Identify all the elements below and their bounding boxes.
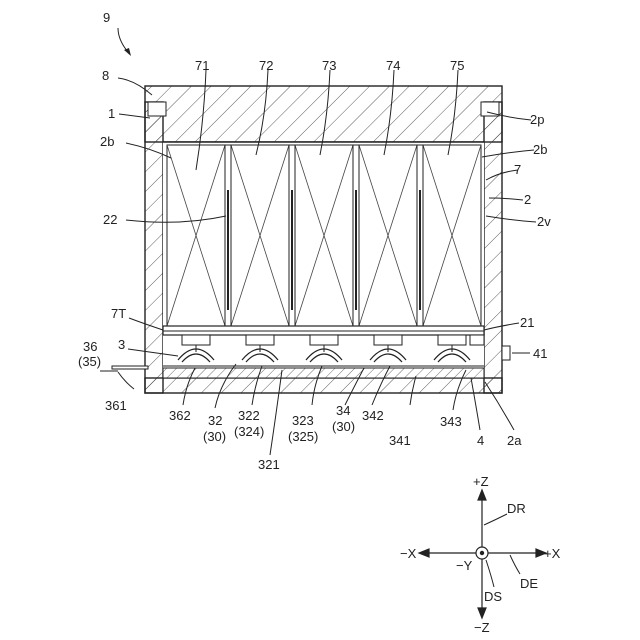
label-2: 2 — [524, 192, 531, 207]
label-21: 21 — [520, 315, 534, 330]
figure-number: 9 — [103, 10, 110, 25]
axis-minus-z: −Z — [474, 620, 490, 635]
label-361: 361 — [105, 398, 127, 413]
left-wall — [145, 102, 163, 393]
axis-de: DE — [520, 576, 538, 591]
label-2b-right: 2b — [533, 142, 547, 157]
label-22: 22 — [103, 212, 117, 227]
label-7: 7 — [514, 162, 521, 177]
label-343: 343 — [440, 414, 462, 429]
label-2p: 2p — [530, 112, 544, 127]
right-wall — [484, 102, 502, 393]
axis-plus-x: +X — [544, 546, 561, 561]
label-41: 41 — [533, 346, 547, 361]
figure-arrow — [118, 28, 128, 52]
axis-minus-x: −X — [400, 546, 417, 561]
label-341: 341 — [389, 433, 411, 448]
label-34: 34 — [336, 403, 350, 418]
label-2v: 2v — [537, 214, 551, 229]
label-75: 75 — [450, 58, 464, 73]
label-362: 362 — [169, 408, 191, 423]
label-324: (324) — [234, 424, 264, 439]
label-7T: 7T — [111, 306, 126, 321]
axis-dr: DR — [507, 501, 526, 516]
axis-minus-y: −Y — [456, 558, 473, 573]
label-323: 323 — [292, 413, 314, 428]
label-3: 3 — [118, 337, 125, 352]
pipe-36 — [112, 366, 148, 369]
label-36: 36 — [83, 339, 97, 354]
terminal-41 — [502, 346, 510, 360]
block-21-right — [470, 335, 484, 345]
label-73: 73 — [322, 58, 336, 73]
label-2a: 2a — [507, 433, 522, 448]
y-axis-dot — [480, 551, 484, 555]
label-30b: (30) — [332, 419, 355, 434]
label-4: 4 — [477, 433, 484, 448]
label-74: 74 — [386, 58, 400, 73]
label-321: 321 — [258, 457, 280, 472]
axis-ds: DS — [484, 589, 502, 604]
label-342: 342 — [362, 408, 384, 423]
label-72: 72 — [259, 58, 273, 73]
label-35: (35) — [78, 354, 101, 369]
bottom-wall — [145, 378, 502, 393]
axis-plus-z: +Z — [473, 474, 489, 489]
label-30a: (30) — [203, 429, 226, 444]
label-325: (325) — [288, 429, 318, 444]
figure-arrowhead — [124, 48, 131, 56]
label-32: 32 — [208, 413, 222, 428]
label-8: 8 — [102, 68, 109, 83]
label-2b-left: 2b — [100, 134, 114, 149]
label-322: 322 — [238, 408, 260, 423]
label-1: 1 — [108, 106, 115, 121]
cooling-plate — [163, 368, 484, 378]
axis-leaders — [484, 514, 520, 587]
left-liner — [148, 102, 166, 116]
label-71: 71 — [195, 58, 209, 73]
